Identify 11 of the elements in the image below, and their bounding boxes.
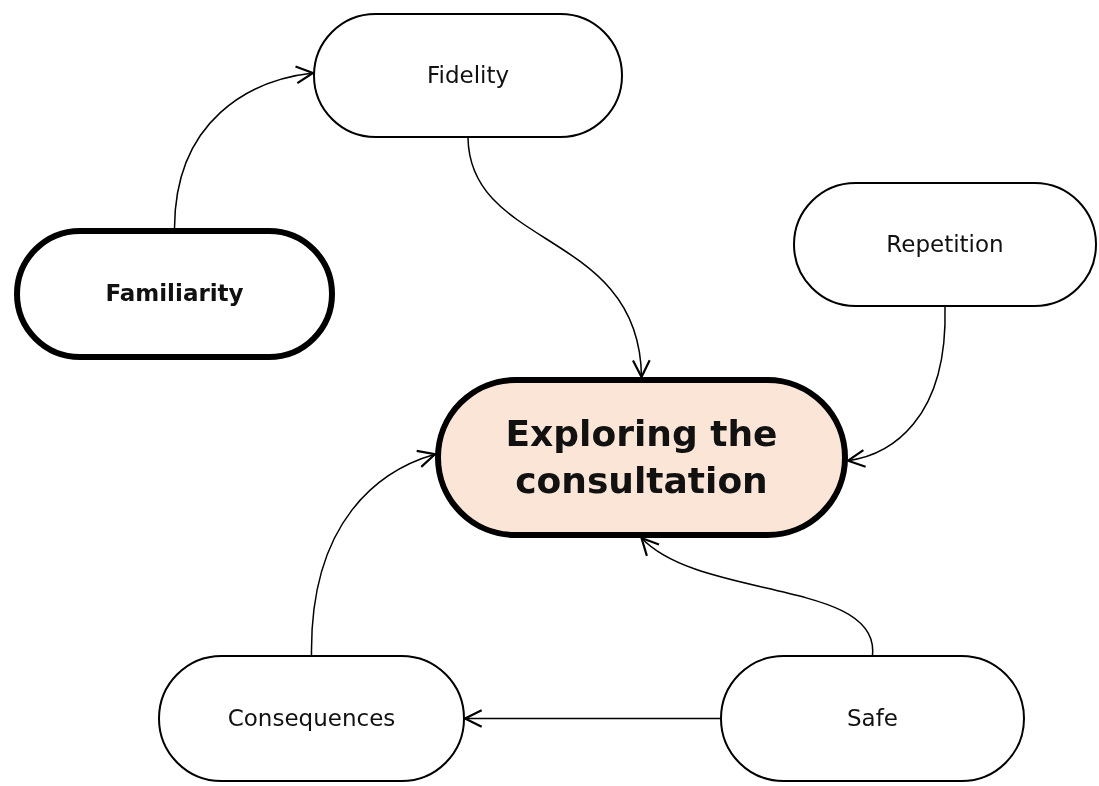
node-label: Consequences: [227, 703, 396, 733]
node-label: Safe: [847, 703, 898, 733]
arrow: [467, 137, 650, 379]
arrow: [173, 66, 315, 229]
node-label: Repetition: [886, 229, 1004, 259]
node-label: Exploring the consultation: [504, 411, 779, 503]
node-label: Fidelity: [426, 60, 510, 90]
node-label: Familiarity: [105, 279, 244, 309]
arrow: [463, 709, 721, 728]
arrow: [310, 450, 437, 656]
arrow: [846, 306, 946, 467]
